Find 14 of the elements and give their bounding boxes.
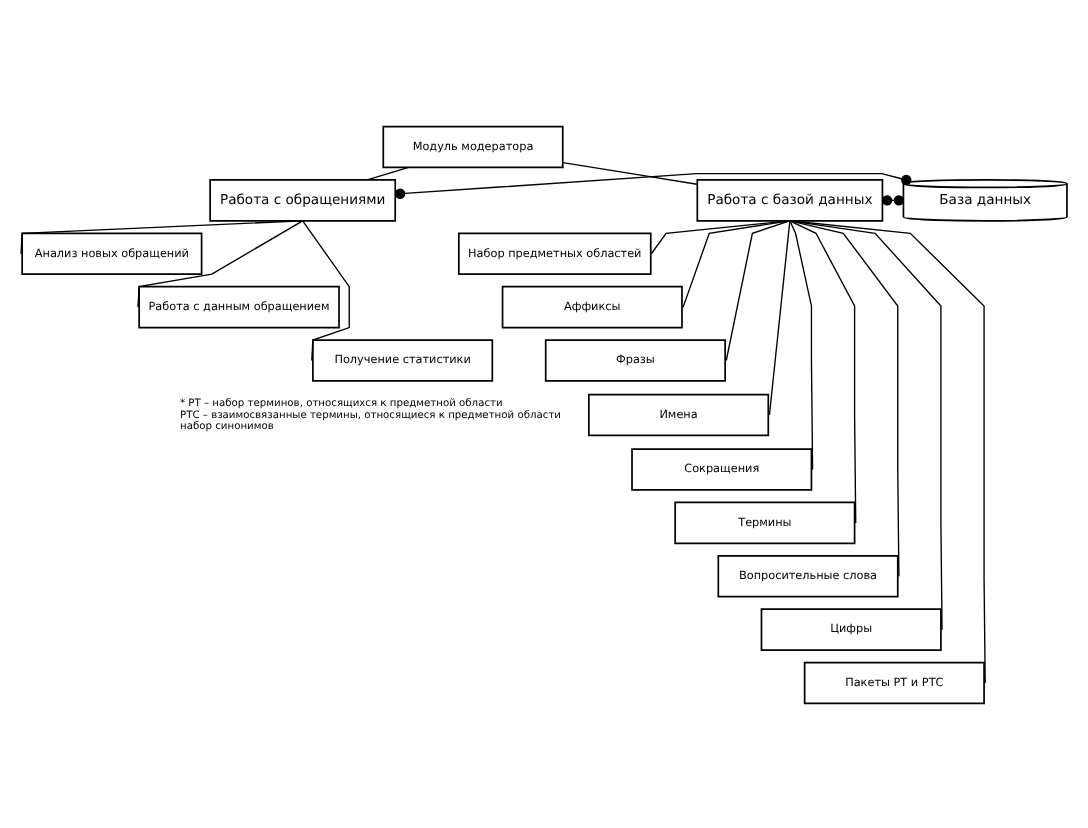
connector [789,219,900,576]
connector [650,219,791,254]
connector [789,219,814,470]
connector [789,219,857,523]
connector [366,165,410,180]
connector [768,219,791,415]
connector [789,219,943,630]
connector [725,219,791,361]
connector [394,172,912,198]
connector [789,219,986,683]
connector [137,219,304,307]
connector [562,160,698,184]
connector [302,219,350,361]
connector [20,219,304,254]
